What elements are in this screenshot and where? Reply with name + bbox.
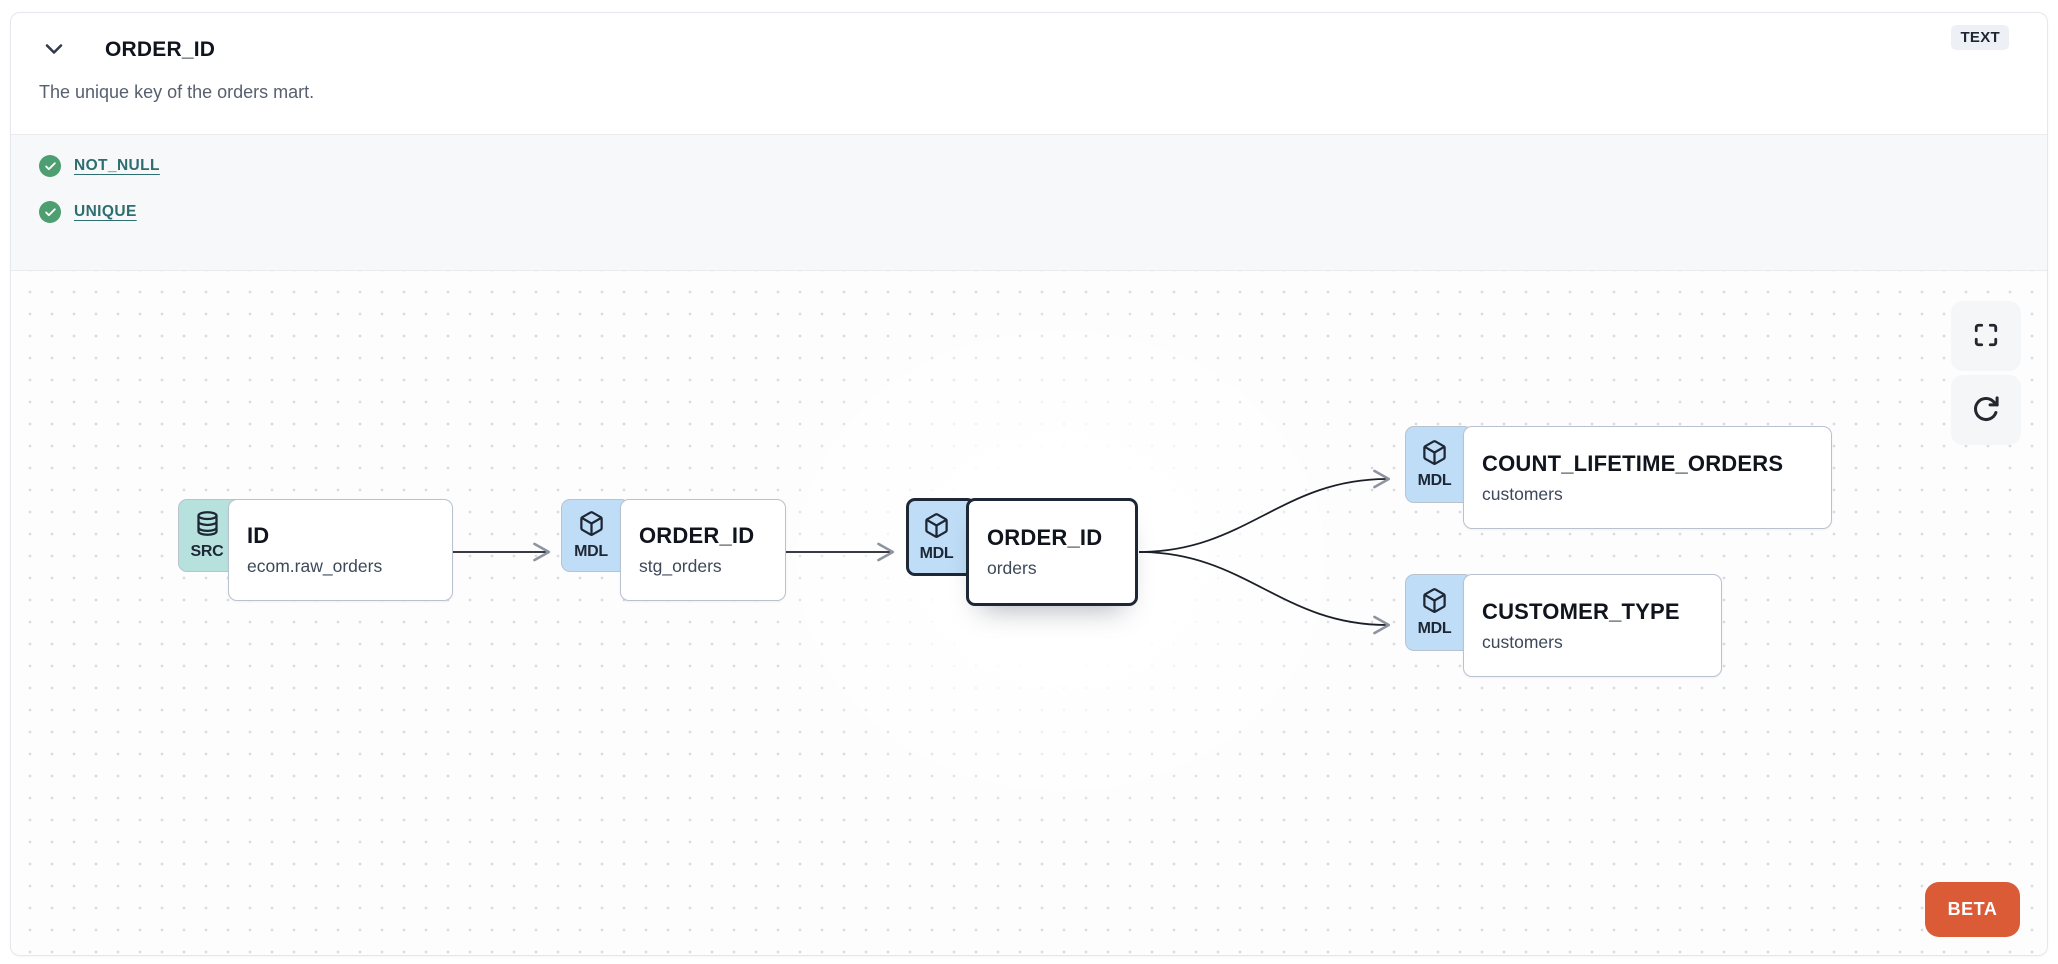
node-badge-label: SRC [190, 543, 224, 560]
canvas-controls [1951, 301, 2021, 445]
fullscreen-icon [1973, 322, 1999, 351]
node-badge-label: MDL [574, 543, 608, 560]
node-subtitle: customers [1482, 631, 1563, 652]
node-body: COUNT_LIFETIME_ORDERS customers [1463, 426, 1832, 529]
check-circle-icon [39, 201, 61, 223]
node-subtitle: orders [987, 558, 1037, 578]
node-subtitle: customers [1482, 483, 1563, 504]
lineage-canvas[interactable]: SRC ID ecom.raw_orders MDL ORDER_ID stg_… [11, 271, 2047, 955]
test-item: UNIQUE [39, 201, 2047, 223]
node-badge-label: MDL [1417, 620, 1452, 637]
node-type-badge: MDL [1405, 574, 1473, 651]
node-badge-label: MDL [919, 544, 954, 562]
cube-icon [1421, 587, 1448, 619]
card-header: ORDER_ID TEXT The unique key of the orde… [11, 13, 2047, 134]
node-title: ORDER_ID [987, 525, 1103, 550]
node-badge-label: MDL [1417, 472, 1452, 489]
node-subtitle: ecom.raw_orders [247, 556, 383, 576]
node-title: ID [247, 523, 270, 548]
lineage-edges [453, 469, 1391, 635]
refresh-button[interactable] [1951, 375, 2021, 445]
column-description: The unique key of the orders mart. [39, 82, 315, 102]
page-title: ORDER_ID [105, 38, 216, 61]
beta-badge[interactable]: BETA [1925, 882, 2020, 937]
node-subtitle: stg_orders [639, 556, 722, 576]
test-item: NOT_NULL [39, 155, 2047, 177]
node-type-badge: MDL [906, 498, 976, 576]
chevron-down-icon [40, 35, 68, 66]
test-link-unique[interactable]: UNIQUE [74, 203, 137, 220]
test-link-not-null[interactable]: NOT_NULL [74, 157, 160, 174]
fullscreen-button[interactable] [1951, 301, 2021, 371]
node-title: COUNT_LIFETIME_ORDERS [1482, 450, 1784, 476]
cube-icon [923, 512, 950, 544]
node-body: CUSTOMER_TYPE customers [1463, 574, 1722, 677]
node-body: ID ecom.raw_orders [228, 499, 453, 601]
refresh-icon [1972, 395, 2000, 426]
column-type-badge: TEXT [1951, 25, 2009, 50]
collapse-button[interactable] [39, 35, 69, 65]
node-body: ORDER_ID stg_orders [620, 499, 786, 601]
cube-icon [578, 510, 605, 542]
node-body: ORDER_ID orders [966, 498, 1138, 606]
node-title: ORDER_ID [639, 523, 755, 548]
column-details-card: ORDER_ID TEXT The unique key of the orde… [10, 12, 2048, 956]
cube-icon [1421, 439, 1448, 471]
check-circle-icon [39, 155, 61, 177]
node-type-badge: MDL [1405, 426, 1473, 503]
node-title: CUSTOMER_TYPE [1482, 598, 1680, 624]
tests-section: NOT_NULL UNIQUE [11, 134, 2047, 271]
database-icon [194, 510, 221, 542]
